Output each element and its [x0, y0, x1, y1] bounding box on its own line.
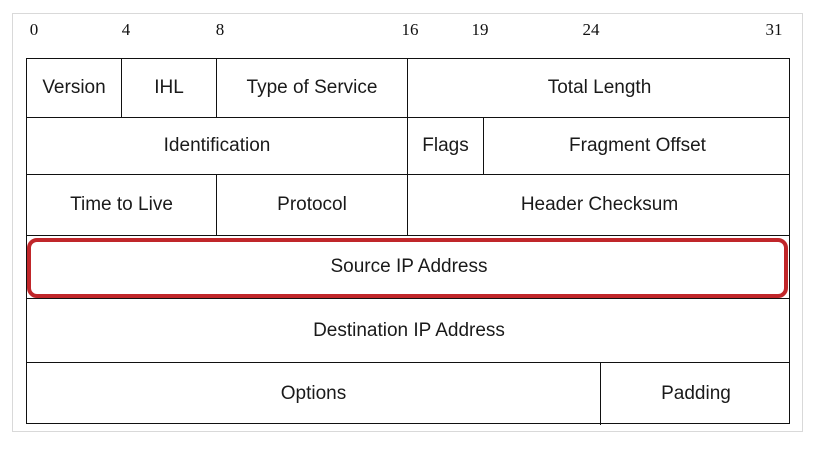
bit-label-24: 24: [582, 20, 600, 39]
field-ihl: IHL: [122, 59, 217, 117]
header-row-6: Options Padding: [27, 363, 789, 425]
field-header-checksum: Header Checksum: [520, 194, 679, 215]
field-padding: Padding: [661, 383, 731, 404]
field-source-ip-address: Source IP Address: [330, 256, 488, 277]
field-destination-ip-address: Destination IP Address: [313, 319, 505, 341]
field-protocol: Protocol: [217, 175, 408, 235]
field-version: Version: [27, 59, 122, 117]
field-identification: Identification: [27, 118, 408, 174]
field-total-length: Total Length: [547, 77, 652, 98]
bit-label-31: 31: [765, 20, 783, 39]
field-flags: Flags: [408, 118, 484, 174]
bit-label-4: 4: [121, 20, 131, 39]
bit-label-16: 16: [401, 20, 419, 39]
bit-label-0: 0: [29, 20, 39, 39]
bit-label-19: 19: [471, 20, 489, 39]
bit-label-8: 8: [215, 20, 225, 39]
diagram-frame: [12, 13, 803, 432]
header-row-5: Destination IP Address: [27, 299, 789, 363]
field-fragment-offset: Fragment Offset: [569, 135, 706, 156]
field-time-to-live: Time to Live: [27, 175, 217, 235]
header-row-4: Source IP Address: [27, 236, 789, 299]
field-type-of-service: Type of Service: [217, 59, 408, 117]
field-options: Options: [27, 363, 601, 425]
